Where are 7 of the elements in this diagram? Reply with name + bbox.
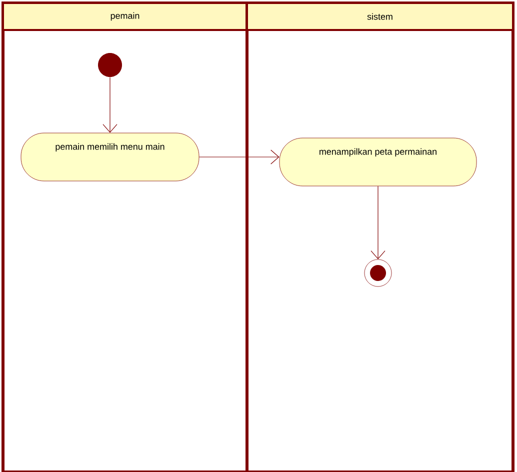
arrow <box>102 76 118 133</box>
activity-box: menampilkan peta permainan <box>279 138 477 186</box>
arrow <box>198 150 280 164</box>
arrow <box>370 186 386 260</box>
start-node <box>98 53 122 77</box>
end-node <box>364 259 392 287</box>
activity-box: pemain memilih menu main <box>20 132 200 182</box>
